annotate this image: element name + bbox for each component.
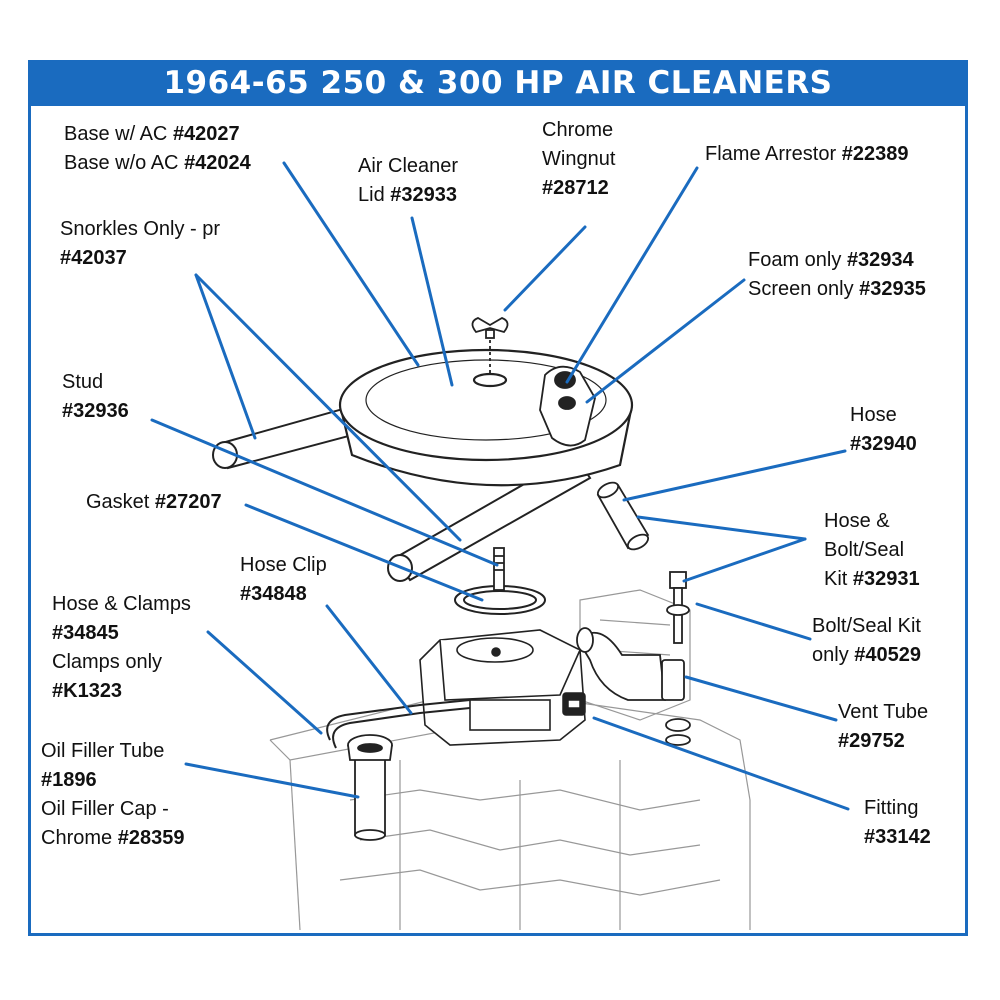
vent-tube-drawing (576, 627, 685, 701)
label-base: Base w/ AC #42027 Base w/o AC #42024 (64, 123, 251, 174)
carburetor-drawing (419, 629, 586, 746)
label-hose-bolt-seal-kit: Hose & Bolt/Seal Kit #32931 (824, 510, 920, 590)
crossover-hose-drawing (326, 699, 471, 749)
label-hose-clip: Hose Clip #34848 (240, 554, 327, 605)
oil-filler-drawing (347, 734, 393, 841)
label-stud: Stud #32936 (62, 371, 129, 422)
hose-drawing (596, 481, 650, 551)
label-vent-tube: Vent Tube #29752 (838, 701, 929, 752)
label-snorkles: Snorkles Only - pr #42037 (60, 218, 221, 269)
label-hose: Hose #32940 (850, 404, 917, 455)
diagram-title: 1964-65 250 & 300 HP AIR CLEANERS (28, 60, 968, 106)
label-foam-screen: Foam only #32934 Screen only #32935 (748, 249, 926, 300)
label-chrome-wingnut: Chrome Wingnut #28712 (542, 119, 616, 199)
flame-arrestor-drawing (539, 365, 596, 447)
label-air-cleaner-lid: Air Cleaner Lid #32933 (358, 155, 459, 206)
label-gasket: Gasket #27207 (86, 491, 222, 513)
label-fitting: Fitting #33142 (864, 797, 931, 848)
leader-lines (150, 161, 850, 811)
label-oil-filler: Oil Filler Tube #1896 Oil Filler Cap - C… (41, 740, 185, 849)
stud-drawing (493, 547, 505, 591)
fitting-drawing (562, 692, 586, 716)
label-hose-clamps: Hose & Clamps #34845 Clamps only #K1323 (52, 593, 191, 702)
bolt-seal-drawing (665, 571, 691, 746)
wingnut-drawing (471, 317, 509, 375)
label-flame-arrestor: Flame Arrestor #22389 (705, 143, 909, 165)
label-bolt-seal-kit: Bolt/Seal Kit only #40529 (812, 615, 921, 666)
